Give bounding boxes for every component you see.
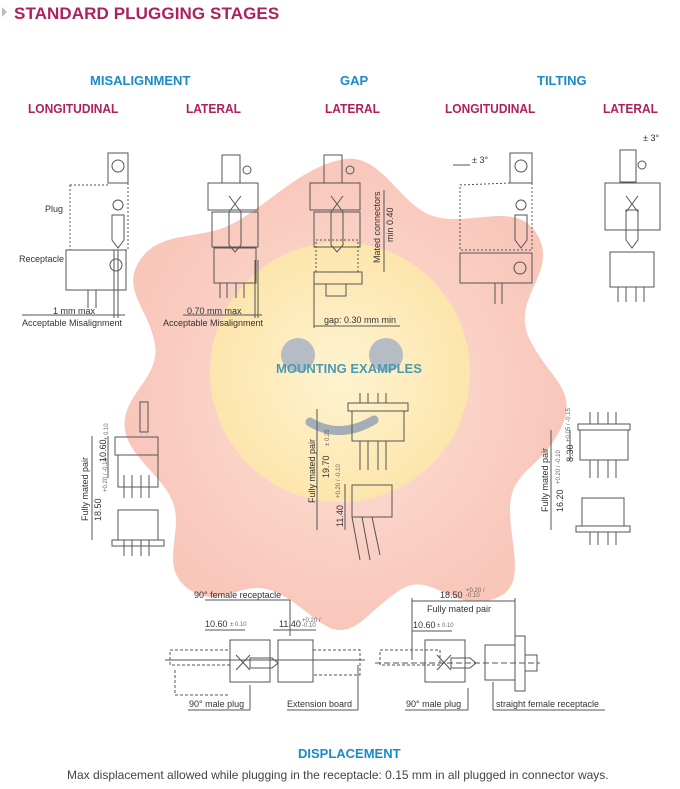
sub-tilting-longitudinal: LONGITUDINAL xyxy=(445,101,536,116)
left-dim2-tol: +0.20 / -0.10 xyxy=(302,618,321,629)
smiley-mouth xyxy=(305,415,379,435)
category-misalignment: MISALIGNMENT xyxy=(90,73,191,88)
right-total-tol: +0.20 / -0.10 xyxy=(466,588,485,599)
displacement-text: Max displacement allowed while plugging … xyxy=(67,768,609,782)
smiley-right-eye xyxy=(369,338,403,372)
drawing-horizontal-left xyxy=(165,599,365,711)
receptacle-label: Receptacle xyxy=(19,254,65,264)
left-dim2: 11.40 xyxy=(279,619,301,629)
example2-total-tol: ± 0.25 xyxy=(325,429,331,446)
misalignment-longitudinal-value: 1 mm max xyxy=(53,306,96,316)
category-gap: GAP xyxy=(340,73,369,88)
category-tilting: TILTING xyxy=(537,73,587,88)
straight-receptacle-label: straight female receptacle xyxy=(496,699,600,709)
drawing-tilting-longitudinal xyxy=(453,152,533,304)
smiley-left-eye xyxy=(281,338,315,372)
mounting-examples-title: MOUNTING EXAMPLES xyxy=(276,361,422,376)
misalignment-longitudinal-caption: Acceptable Misalignment xyxy=(22,318,123,328)
example1-pair-label: Fully mated pair xyxy=(80,456,90,521)
drawing-horizontal-right xyxy=(375,598,605,711)
sub-misalignment-longitudinal: LONGITUDINAL xyxy=(28,101,119,116)
misalignment-lateral-caption: Acceptable Misalignment xyxy=(163,318,264,328)
example3-partial-tol: +0.05 / -0.15 xyxy=(566,408,572,442)
right-pair-label: Fully mated pair xyxy=(427,604,492,614)
left-dim1: 10.60 xyxy=(205,619,228,629)
drawing-gap-lateral xyxy=(309,154,400,328)
example2-partial: 11.40 xyxy=(335,505,345,527)
mated-connectors-value: min 0.40 xyxy=(385,207,395,242)
misalignment-lateral-value: 0.70 mm max xyxy=(187,306,242,316)
sub-misalignment-lateral: LATERAL xyxy=(186,101,241,116)
page-title: STANDARD PLUGGING STAGES xyxy=(2,4,279,24)
example3-total: 16.20 xyxy=(555,489,565,512)
right-plug-label: 90° male plug xyxy=(406,699,462,709)
tilting-lateral-angle: ± 3° xyxy=(643,133,660,143)
mated-connectors-label: Mated connectors xyxy=(372,191,382,263)
female-receptacle-label: 90° female receptacle xyxy=(194,590,282,600)
drawing-misalignment-longitudinal xyxy=(22,152,129,318)
example1-partial: 10.60 xyxy=(98,439,108,462)
drawing-mounting-example-3 xyxy=(550,412,631,545)
gap-label: gap: 0.30 mm min xyxy=(324,315,397,325)
page-title-text: STANDARD PLUGGING STAGES xyxy=(14,4,280,23)
left-plug-label: 90° male plug xyxy=(189,699,245,709)
example2-pair-label: Fully mated pair xyxy=(307,438,317,503)
example2-total: 19.70 xyxy=(321,455,331,478)
sub-tilting-lateral: LATERAL xyxy=(603,101,658,116)
example3-total-tol: +0.20 / -0.10 xyxy=(556,450,562,484)
smiley-face xyxy=(210,242,470,502)
right-dim1: 10.60 xyxy=(413,620,436,630)
drawing-misalignment-lateral xyxy=(183,154,262,318)
example1-total: 18.50 xyxy=(93,498,103,521)
right-dim1-tol: ± 0.10 xyxy=(437,623,454,629)
right-total: 18.50 xyxy=(440,590,463,600)
plug-label: Plug xyxy=(45,204,64,214)
left-dim1-tol: ± 0.10 xyxy=(230,622,247,628)
sub-gap-lateral: LATERAL xyxy=(325,101,380,116)
example3-partial: 8.30 xyxy=(565,444,575,462)
example2-partial-tol: +0.20 / -0.10 xyxy=(336,464,342,498)
drawing-mounting-example-2 xyxy=(316,393,409,561)
example3-pair-label: Fully mated pair xyxy=(540,447,550,512)
extension-board-label: Extension board xyxy=(287,699,353,709)
drawing-mounting-example-1 xyxy=(91,401,165,556)
tilting-longitudinal-angle: ± 3° xyxy=(472,155,489,165)
drawing-tilting-lateral xyxy=(604,149,661,302)
displacement-title: DISPLACEMENT xyxy=(298,746,401,761)
triangle-bullet-icon xyxy=(2,7,7,17)
example1-total-tol: +0.20 / -0.10 xyxy=(103,458,109,492)
example1-partial-tol: ± 0.10 xyxy=(104,423,110,440)
